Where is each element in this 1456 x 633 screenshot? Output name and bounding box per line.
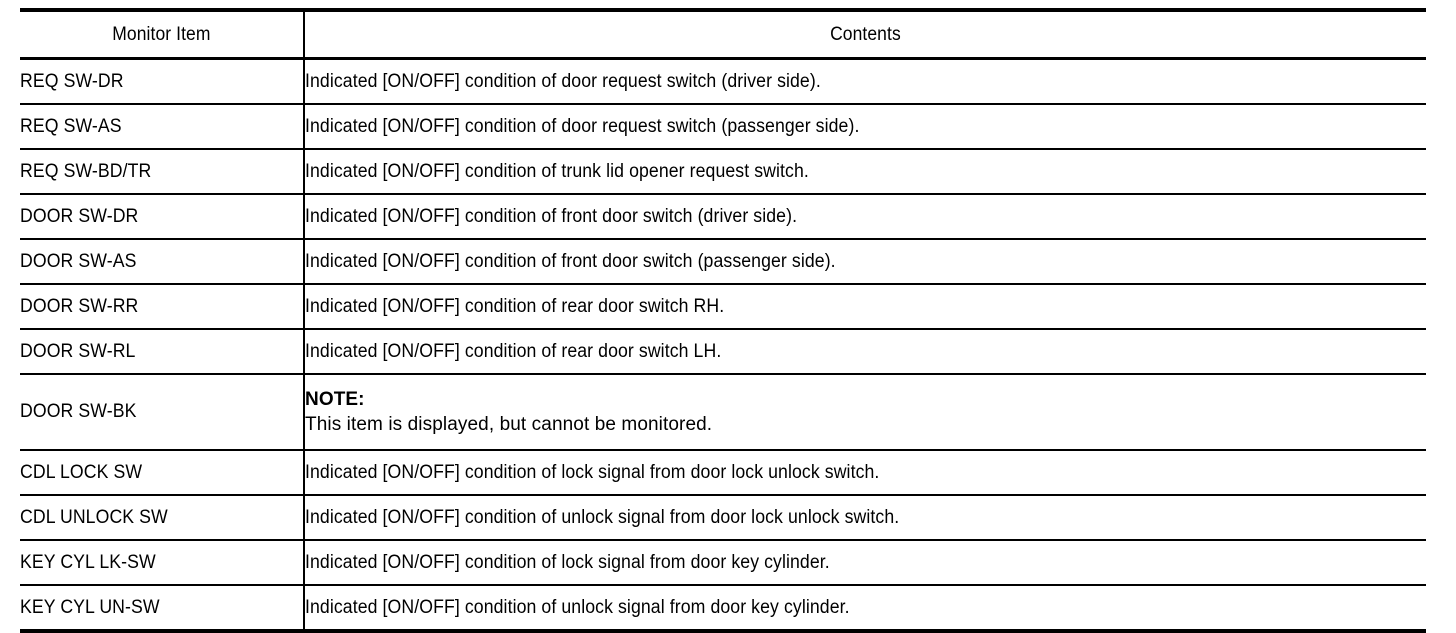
- monitor-item-table-container: Monitor Item Contents REQ SW-DR Indicate…: [20, 8, 1426, 633]
- cell-monitor-item: DOOR SW-AS: [20, 239, 305, 284]
- column-header-monitor-item: Monitor Item: [20, 10, 305, 60]
- contents-text: Indicated [ON/OFF] condition of rear doo…: [305, 340, 722, 362]
- cell-monitor-item: DOOR SW-DR: [20, 194, 305, 239]
- contents-text: Indicated [ON/OFF] condition of front do…: [305, 250, 836, 272]
- cell-monitor-item: REQ SW-BD/TR: [20, 149, 305, 194]
- note-title: NOTE:: [305, 388, 365, 410]
- table-header: Monitor Item Contents: [20, 10, 1426, 60]
- cell-contents: Indicated [ON/OFF] condition of unlock s…: [304, 495, 1426, 540]
- cell-monitor-item: KEY CYL LK-SW: [20, 540, 305, 585]
- table-row: DOOR SW-DR Indicated [ON/OFF] condition …: [20, 194, 1426, 239]
- table-row: KEY CYL UN-SW Indicated [ON/OFF] conditi…: [20, 585, 1426, 631]
- cell-monitor-item: REQ SW-AS: [20, 104, 305, 149]
- table-row: DOOR SW-AS Indicated [ON/OFF] condition …: [20, 239, 1426, 284]
- table-row: REQ SW-AS Indicated [ON/OFF] condition o…: [20, 104, 1426, 149]
- cell-contents: Indicated [ON/OFF] condition of door req…: [304, 104, 1426, 149]
- cell-contents: Indicated [ON/OFF] condition of trunk li…: [304, 149, 1426, 194]
- monitor-item-text: CDL UNLOCK SW: [20, 506, 168, 528]
- monitor-item-text: REQ SW-AS: [20, 115, 122, 137]
- contents-text: Indicated [ON/OFF] condition of unlock s…: [305, 506, 900, 528]
- cell-contents: Indicated [ON/OFF] condition of front do…: [304, 239, 1426, 284]
- monitor-item-text: KEY CYL LK-SW: [20, 551, 156, 573]
- cell-monitor-item: CDL UNLOCK SW: [20, 495, 305, 540]
- cell-monitor-item: DOOR SW-RL: [20, 329, 305, 374]
- table-body: REQ SW-DR Indicated [ON/OFF] condition o…: [20, 58, 1426, 631]
- contents-text: Indicated [ON/OFF] condition of front do…: [305, 205, 798, 227]
- cell-contents: Indicated [ON/OFF] condition of rear doo…: [304, 329, 1426, 374]
- cell-monitor-item: REQ SW-DR: [20, 58, 305, 104]
- monitor-item-text: REQ SW-DR: [20, 70, 124, 92]
- table-row: REQ SW-BD/TR Indicated [ON/OFF] conditio…: [20, 149, 1426, 194]
- monitor-item-text: DOOR SW-BK: [20, 401, 137, 423]
- contents-text: Indicated [ON/OFF] condition of trunk li…: [305, 160, 809, 182]
- contents-text: Indicated [ON/OFF] condition of lock sig…: [305, 551, 830, 573]
- cell-contents: Indicated [ON/OFF] condition of rear doo…: [304, 284, 1426, 329]
- monitor-item-text: DOOR SW-DR: [20, 205, 139, 227]
- column-header-contents: Contents: [304, 10, 1426, 60]
- contents-text: Indicated [ON/OFF] condition of door req…: [305, 70, 821, 92]
- cell-monitor-item: DOOR SW-BK: [20, 374, 305, 450]
- table-row: DOOR SW-RL Indicated [ON/OFF] condition …: [20, 329, 1426, 374]
- cell-monitor-item: CDL LOCK SW: [20, 450, 305, 495]
- table-row-note: DOOR SW-BK NOTE: This item is displayed,…: [20, 374, 1426, 450]
- cell-contents: Indicated [ON/OFF] condition of lock sig…: [304, 540, 1426, 585]
- cell-contents-note: NOTE: This item is displayed, but cannot…: [304, 374, 1426, 450]
- cell-monitor-item: KEY CYL UN-SW: [20, 585, 305, 631]
- monitor-item-text: DOOR SW-RR: [20, 295, 139, 317]
- monitor-item-table: Monitor Item Contents REQ SW-DR Indicate…: [20, 8, 1426, 633]
- page-canvas: Monitor Item Contents REQ SW-DR Indicate…: [20, 8, 1426, 633]
- table-row: KEY CYL LK-SW Indicated [ON/OFF] conditi…: [20, 540, 1426, 585]
- cell-contents: Indicated [ON/OFF] condition of lock sig…: [304, 450, 1426, 495]
- cell-contents: Indicated [ON/OFF] condition of door req…: [304, 59, 1426, 105]
- cell-monitor-item: DOOR SW-RR: [20, 284, 305, 329]
- column-header-monitor-item-label: Monitor Item: [112, 23, 211, 45]
- monitor-item-text: DOOR SW-AS: [20, 250, 137, 272]
- cell-contents: Indicated [ON/OFF] condition of front do…: [304, 194, 1426, 239]
- table-header-row: Monitor Item Contents: [20, 10, 1426, 60]
- table-row: DOOR SW-RR Indicated [ON/OFF] condition …: [20, 284, 1426, 329]
- monitor-item-text: CDL LOCK SW: [20, 461, 143, 483]
- cell-contents: Indicated [ON/OFF] condition of unlock s…: [304, 585, 1426, 631]
- table-row: CDL UNLOCK SW Indicated [ON/OFF] conditi…: [20, 495, 1426, 540]
- monitor-item-text: REQ SW-BD/TR: [20, 160, 152, 182]
- table-row: REQ SW-DR Indicated [ON/OFF] condition o…: [20, 58, 1426, 105]
- monitor-item-text: DOOR SW-RL: [20, 340, 136, 362]
- contents-text: Indicated [ON/OFF] condition of door req…: [305, 115, 860, 137]
- table-row: CDL LOCK SW Indicated [ON/OFF] condition…: [20, 450, 1426, 495]
- note-body: This item is displayed, but cannot be mo…: [305, 413, 713, 435]
- contents-text: Indicated [ON/OFF] condition of rear doo…: [305, 295, 725, 317]
- contents-text: Indicated [ON/OFF] condition of lock sig…: [305, 461, 880, 483]
- column-header-contents-label: Contents: [830, 23, 901, 45]
